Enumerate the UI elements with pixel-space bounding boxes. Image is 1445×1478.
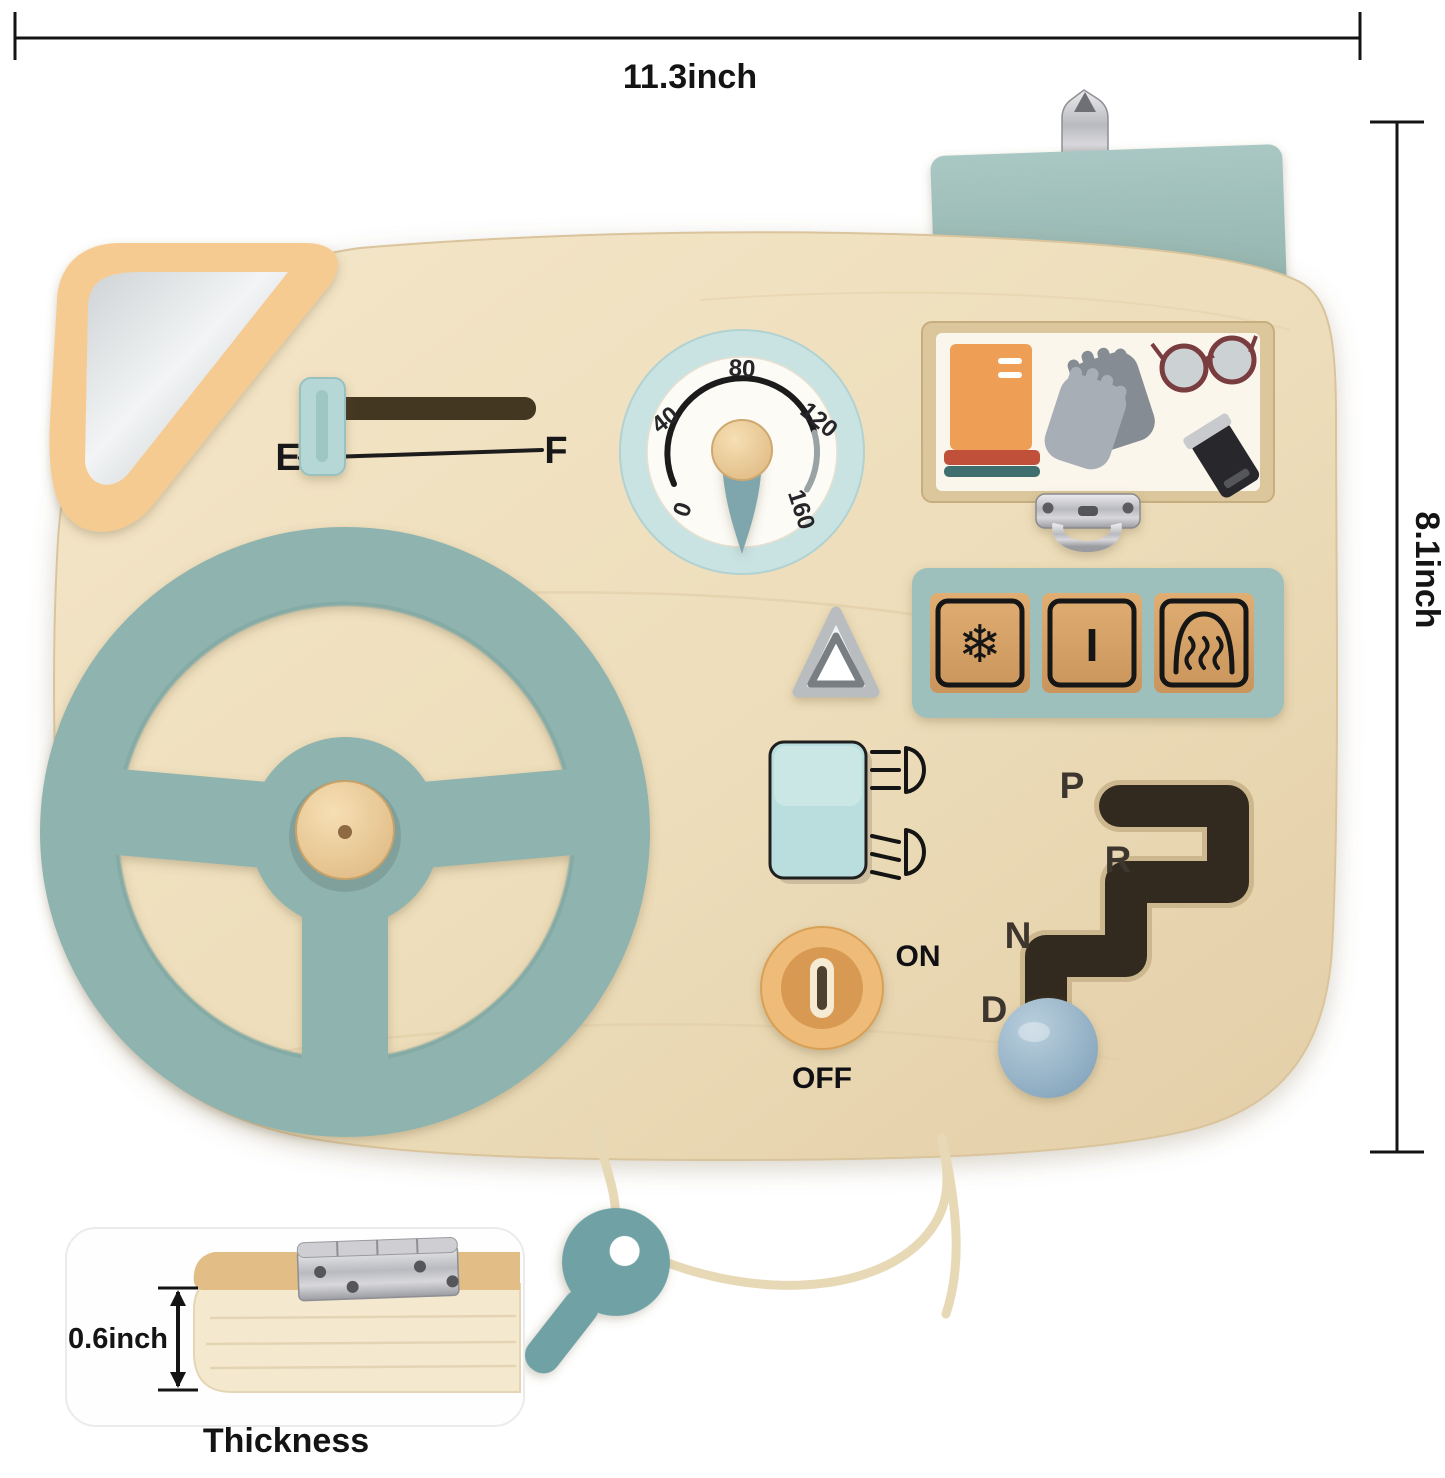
horn-center-dot [338, 825, 352, 839]
block-defrost [1154, 593, 1254, 693]
speedometer-knob [711, 419, 773, 481]
ignition-switch: ON OFF [760, 926, 941, 1095]
sunglasses-graphic [1150, 335, 1258, 393]
wood-grain-3 [699, 291, 1291, 331]
thickness-arrow-up [170, 1290, 186, 1306]
fuel-full-label: F [544, 430, 567, 472]
ignition-on-label: ON [896, 940, 941, 973]
switch-rocker [768, 740, 868, 880]
gloves-graphic [1044, 347, 1155, 470]
hazard-warning-icon [807, 632, 865, 688]
hazard-button [792, 606, 880, 698]
key-and-string [524, 1123, 961, 1374]
thickness-inset: 0.6inch Thickness [65, 1227, 525, 1460]
gear-d-label: D [981, 989, 1008, 1030]
gear-p-label: P [1060, 765, 1085, 806]
key-slot [817, 966, 827, 1010]
shifter-knob [998, 998, 1098, 1098]
snowflake-icon: ❄ [958, 615, 1002, 675]
dimension-height: 8.1inch [1370, 120, 1445, 1154]
gear-shifter: P R N D [981, 765, 1254, 1098]
speedometer-arc-light [804, 429, 821, 493]
side-mirror [49, 243, 338, 532]
book-graphic [944, 344, 1040, 477]
latch-hook [1052, 522, 1122, 552]
fuel-slider-slot [312, 397, 536, 420]
speedometer-arc-dark [664, 375, 818, 487]
block-snowflake: ❄ [930, 593, 1030, 693]
hinge-icon [296, 1236, 460, 1302]
power-bar-icon: I [1086, 619, 1099, 671]
width-label: 11.3inch [623, 58, 757, 96]
string-tail [937, 1133, 961, 1319]
mirror-glass [85, 272, 288, 485]
glove-box-compartment [921, 321, 1275, 503]
shifter-knob-highlight [1018, 1022, 1050, 1042]
fuel-empty-label: E [275, 437, 300, 479]
switch-highlight [774, 746, 862, 806]
headlight-switch [768, 740, 926, 884]
key-hole [609, 1235, 640, 1266]
flashlight-graphic [1183, 413, 1260, 498]
switch-block-panel: ❄ I [912, 568, 1284, 718]
low-beam-icon [870, 828, 926, 880]
gear-r-label: R [1105, 839, 1132, 880]
hanger-notch [1074, 92, 1096, 112]
height-label: 8.1inch [1408, 511, 1445, 628]
thickness-arrow-down [170, 1372, 186, 1388]
dimension-width: 11.3inch [13, 12, 1362, 96]
block-power-bar: I [1042, 593, 1142, 693]
thickness-caption: Thickness [203, 1422, 369, 1460]
ignition-off-label: OFF [792, 1062, 852, 1095]
windshield-defrost-icon [1173, 611, 1235, 675]
thickness-value-label: 0.6inch [68, 1323, 168, 1355]
steering-wheel [40, 527, 650, 1137]
speed-tick-80: 80 [728, 355, 756, 383]
fuel-gauge: E F [275, 377, 568, 479]
latch [1035, 493, 1141, 552]
fuel-slider-knob [299, 377, 346, 476]
board-edge-view [193, 1236, 521, 1393]
toy-key [524, 1208, 670, 1374]
shifter-channel [1025, 785, 1249, 1067]
metal-hanger-tab [1061, 89, 1109, 169]
speedometer: 0 40 80 120 160 [619, 329, 865, 575]
dimension-thickness: 0.6inch [68, 1286, 198, 1392]
gear-n-label: N [1005, 915, 1032, 956]
high-beam-icon [870, 746, 926, 794]
wheel-rim [40, 527, 650, 1137]
